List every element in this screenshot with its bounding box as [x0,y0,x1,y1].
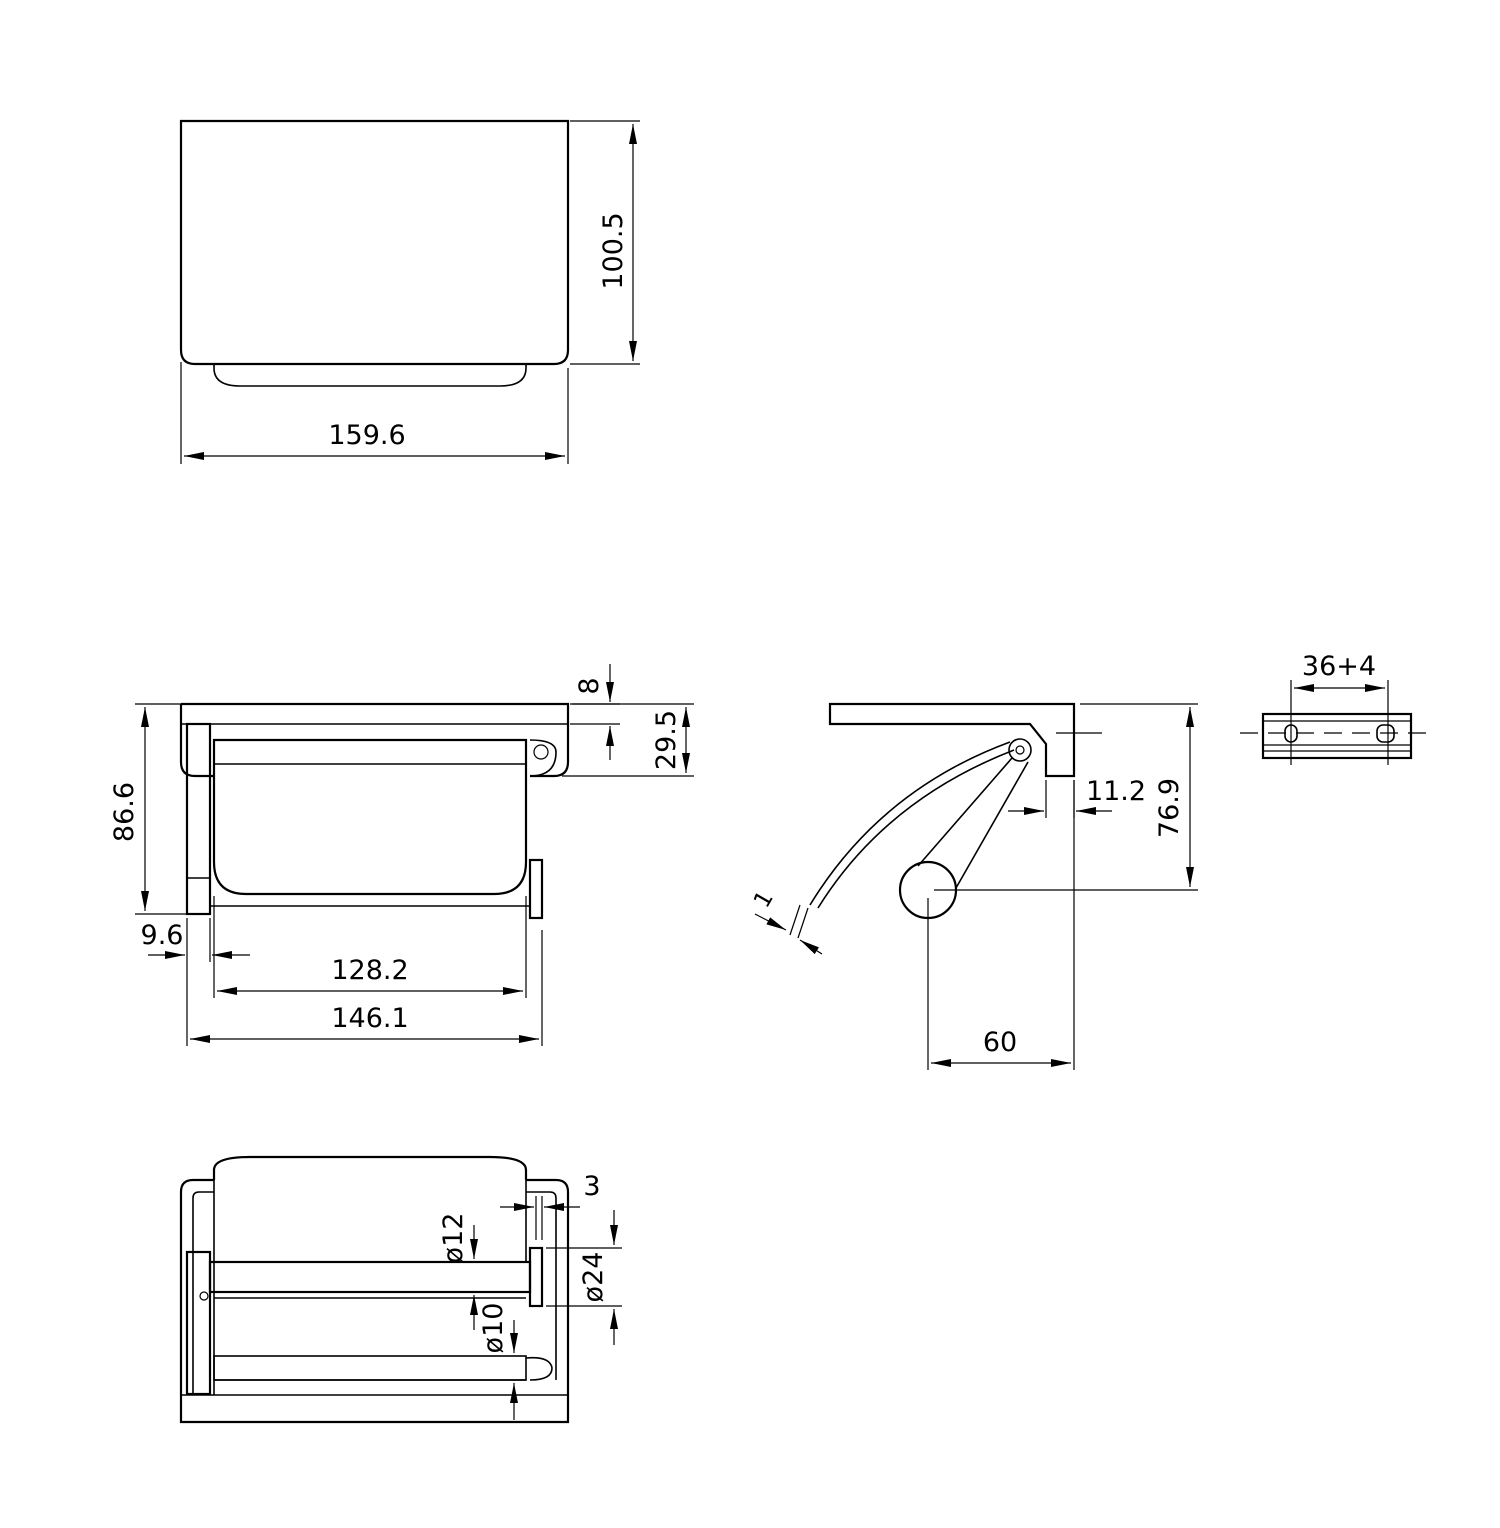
side-view: 1 11.2 76.9 60 [749,702,1198,1070]
dim-shelf-height: 29.5 [651,710,682,770]
dim-top-height: 100.5 [598,212,629,289]
dim-dia-24: ø24 [578,1252,609,1303]
side-pivot [1008,738,1032,762]
bottom-view: 3 ø12 ø10 ø24 [179,1155,622,1424]
dim-bar-length: 128.2 [331,955,408,986]
bracket-detail: 36+4 [1240,651,1430,765]
bottom-frame [179,1178,570,1424]
top-view-roll-tab [213,364,527,387]
dim-projection: 60 [983,1027,1017,1058]
bracket-hole-right [1376,724,1395,743]
side-flap [809,741,1015,909]
top-view-outline [179,119,570,366]
front-view: 8 29.5 86.6 9.6 128.2 146.1 [109,664,694,1046]
dim-top-width: 159.6 [328,420,405,451]
side-shelf [828,702,1076,778]
front-end-cap [528,858,544,920]
dim-wall-plate: 9.6 [141,920,184,951]
dim-overall-length: 146.1 [331,1003,408,1034]
dim-gap: 3 [583,1171,600,1202]
dim-dia-12: ø12 [438,1213,469,1264]
bottom-end-cap [528,1246,544,1308]
dim-flap-thickness: 1 [749,887,779,913]
bottom-shelf-cover [212,1155,528,1180]
top-view: 100.5 159.6 [179,119,640,464]
dim-offset: 11.2 [1086,776,1146,807]
dim-dia-10: ø10 [478,1303,509,1354]
dim-drop: 76.9 [1154,778,1185,838]
front-shelf [179,702,570,778]
side-arm [917,757,1029,889]
bottom-wall-plate [185,1250,212,1396]
dim-hole-spacing: 36+4 [1302,651,1376,682]
dim-overall-height: 86.6 [109,782,140,842]
bracket-body [1261,712,1413,760]
bottom-roll-bar [208,1260,532,1294]
front-wall-plate [185,722,212,916]
dim-shelf-thickness: 8 [574,677,605,694]
bottom-second-bar [213,1355,527,1381]
front-roll-body [212,738,528,896]
